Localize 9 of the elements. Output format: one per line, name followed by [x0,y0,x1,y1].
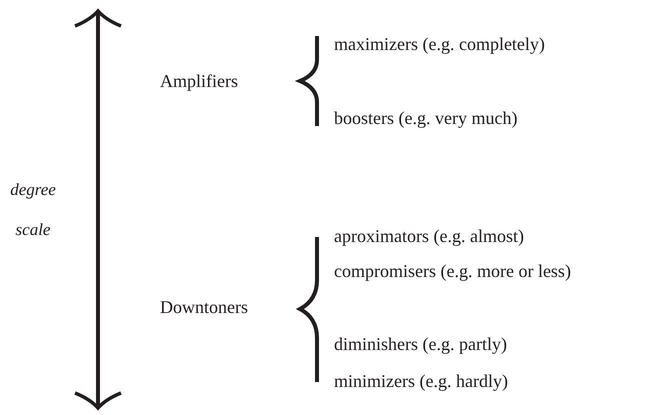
subcategory-label: diminishers (e.g. partly) [334,334,507,354]
axis-label: degree scale [9,179,57,241]
subcategory-label: maximizers (e.g. completely) [334,34,545,54]
category-label: Downtoners [160,297,248,317]
subcategory-label: aproximators (e.g. almost) [334,226,524,246]
subcategory-label: minimizers (e.g. hardly) [334,371,508,391]
subcategory-label: boosters (e.g. very much) [334,108,518,128]
subcategory-label: compromisers (e.g. more or less) [334,261,571,281]
category-label: Amplifiers [160,71,238,91]
